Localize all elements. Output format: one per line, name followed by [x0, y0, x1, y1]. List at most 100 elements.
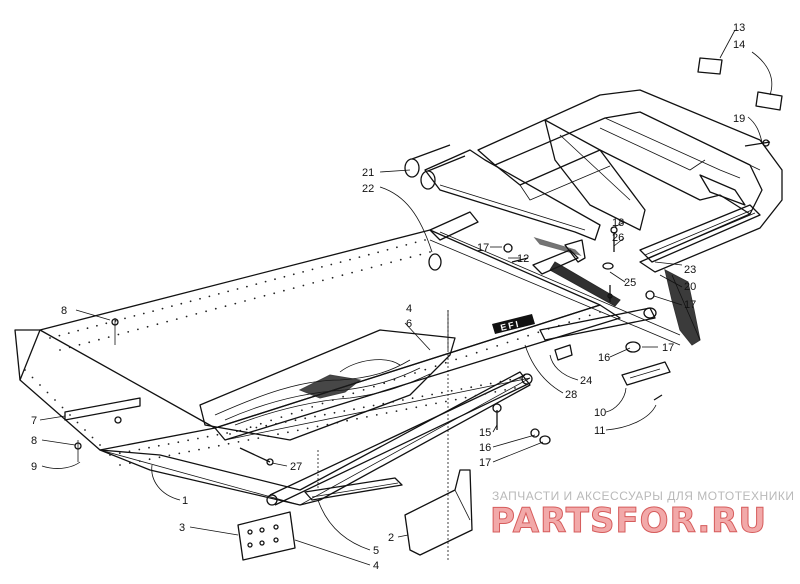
rivet-dot [599, 311, 601, 313]
rivet-dot [377, 251, 379, 254]
rivet-dot [175, 318, 178, 320]
watermark-tagline: ЗАПЧАСТИ И АКСЕССУАРЫ ДЛЯ МОТОТЕХНИКИ [492, 489, 794, 503]
rivet-dot [91, 436, 94, 439]
rivet-dot [199, 297, 201, 300]
rivet-dot [514, 387, 516, 389]
rivet-dot [118, 452, 121, 455]
rivet-dot [166, 320, 169, 323]
rivet-dot [450, 389, 453, 392]
rivet-dot [402, 399, 404, 401]
callout-19: 19 [733, 113, 745, 125]
rivet-dot [117, 333, 120, 336]
rivet-dot [189, 300, 192, 303]
rivet-dot [31, 376, 34, 379]
callout-7: 7 [31, 415, 37, 427]
rivet-dot [444, 361, 447, 364]
rivet-dot [496, 345, 499, 347]
rivet-dot [411, 397, 414, 400]
rivet-dot [504, 389, 506, 391]
rivet-dot [46, 391, 49, 394]
rivet-dot [415, 406, 418, 409]
rivet-dot [321, 402, 324, 405]
rivet-dot [259, 422, 262, 425]
rivet-dot [109, 454, 111, 456]
rivet-dot [68, 346, 71, 349]
rivet-dot [516, 338, 519, 340]
rivet-dot [157, 444, 160, 447]
rivet-dot [441, 391, 443, 394]
callout-11: 11 [594, 425, 605, 437]
callout-10: 10 [594, 407, 606, 419]
tunnel-panel [14, 229, 621, 506]
rivet-dot [128, 450, 131, 453]
rivet-dot [409, 256, 412, 259]
rivet-dot [372, 404, 375, 407]
rivet-dot [314, 415, 316, 418]
rivet-dot [96, 324, 98, 327]
rivet-dot [226, 432, 229, 434]
rivet-dot [421, 395, 424, 398]
rear-bumper-rack [404, 89, 783, 346]
callout-27: 27 [290, 461, 302, 473]
rivet-dot [264, 280, 267, 283]
rivet-dot [343, 410, 346, 412]
leader-lines [39, 29, 773, 566]
callout-4-upper: 4 [406, 303, 412, 315]
rivet-dot [346, 419, 348, 422]
tunnel-rail [429, 211, 681, 346]
rivet-dot [61, 406, 64, 409]
decal-14 [755, 91, 783, 111]
rivet-dot [435, 402, 437, 405]
rivet-dot [77, 329, 79, 332]
rivet-dot [275, 422, 277, 425]
callout-25: 25 [624, 277, 636, 289]
rivet-dot [265, 424, 268, 427]
rivet-dot [133, 315, 136, 317]
rivet-dot [499, 380, 502, 383]
rivet-dot [197, 437, 199, 440]
rivet-dot [321, 266, 323, 268]
rivet-dot [148, 458, 151, 461]
rivet-dot [352, 392, 355, 395]
rivet-dot [76, 421, 79, 424]
rivet-dot [39, 384, 41, 386]
rivet-dot [311, 268, 314, 271]
rivet-dot [274, 278, 276, 281]
rivet-dot [195, 313, 198, 315]
efi-decal: EFI [492, 314, 535, 334]
rivet-dot [107, 336, 110, 338]
callout-labels: 13 14 19 21 22 18 26 17 12 23 20 25 17 8… [31, 22, 745, 572]
rivet-dot [434, 365, 437, 368]
rivet-dot [464, 396, 467, 399]
rivet-dot [385, 412, 388, 414]
rivet-dot [246, 285, 248, 288]
rivet-dot [99, 444, 101, 446]
rivet-dot [237, 441, 240, 443]
rivet-dot [58, 334, 61, 337]
callout-5: 5 [373, 545, 379, 557]
rivet-dot [59, 349, 61, 351]
rivet-dot [386, 248, 389, 251]
rivet-dot [84, 429, 86, 431]
rivet-dot [67, 332, 70, 334]
hardware-center [239, 403, 551, 466]
callout-6: 6 [406, 318, 412, 330]
rivet-dot [362, 389, 365, 391]
rivet-dot [177, 441, 180, 444]
rivet-dot [393, 378, 396, 381]
rivet-dot [316, 425, 319, 428]
rivet-dot [568, 321, 571, 324]
rivet-dot [294, 419, 297, 422]
rivet-dot [429, 251, 431, 253]
rivet-dot [137, 328, 139, 331]
callout-12: 12 [517, 253, 529, 265]
rivet-dot [405, 244, 408, 246]
rivet-dot [296, 429, 299, 432]
rivet-dot [287, 431, 289, 434]
rivet-dot [367, 253, 370, 256]
hardware-upper [428, 139, 771, 302]
rivet-dot [156, 323, 159, 326]
rivet-dot [383, 382, 386, 385]
hardware-left [64, 318, 141, 462]
